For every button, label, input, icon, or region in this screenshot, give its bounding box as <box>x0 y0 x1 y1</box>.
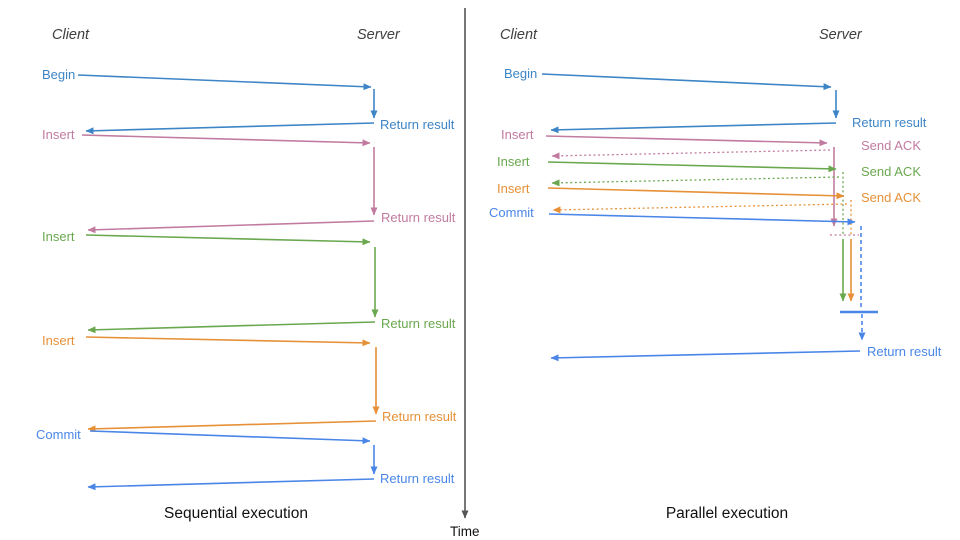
response-label: Return result <box>867 344 942 359</box>
ack-return-arrow <box>551 176 840 187</box>
return-arrow <box>85 122 375 135</box>
sequential-panel: Client Server Begin Return result Insert… <box>36 27 457 522</box>
response-label: Return result <box>380 471 455 486</box>
message-insert-3: Insert Send ACK <box>497 181 921 302</box>
time-axis-label: Time <box>450 524 480 539</box>
panel-title: Parallel execution <box>666 505 788 522</box>
return-arrow <box>87 220 375 234</box>
message-insert-1: Insert Send ACK <box>501 127 921 236</box>
return-arrow <box>87 321 376 334</box>
request-label: Commit <box>36 427 81 442</box>
message-insert-3: Insert Return result <box>42 333 457 433</box>
request-label: Insert <box>501 127 534 142</box>
request-arrow <box>545 135 828 147</box>
response-label: Return result <box>852 115 927 130</box>
return-arrow <box>87 420 377 433</box>
response-label: Return result <box>380 117 455 132</box>
return-arrow <box>87 478 375 491</box>
request-arrow <box>547 187 845 200</box>
server-heading: Server <box>819 27 863 43</box>
message-insert-2: Insert Return result <box>42 229 456 334</box>
ack-return-arrow <box>551 149 831 160</box>
message-commit: Commit Return result <box>36 427 455 491</box>
response-label: Return result <box>381 316 456 331</box>
response-label: Send ACK <box>861 138 921 153</box>
message-commit: Commit Return result <box>489 205 942 362</box>
request-label: Commit <box>489 205 534 220</box>
request-label: Begin <box>504 66 537 81</box>
request-arrow <box>548 213 856 226</box>
time-axis: Time <box>450 8 480 539</box>
request-label: Insert <box>42 333 75 348</box>
server-heading: Server <box>357 27 401 43</box>
request-label: Insert <box>42 229 75 244</box>
message-insert-1: Insert Return result <box>42 127 456 234</box>
return-arrow <box>550 350 861 362</box>
request-label: Insert <box>497 181 530 196</box>
request-label: Begin <box>42 67 75 82</box>
response-label: Return result <box>381 210 456 225</box>
parallel-panel: Client Server Begin Return result Insert… <box>489 27 942 522</box>
request-arrow <box>81 134 371 147</box>
request-arrow <box>77 74 372 91</box>
request-label: Insert <box>497 154 530 169</box>
request-label: Insert <box>42 127 75 142</box>
response-label: Send ACK <box>861 164 921 179</box>
request-arrow <box>85 336 371 347</box>
message-begin: Begin Return result <box>504 66 927 134</box>
request-arrow <box>547 161 837 173</box>
return-arrow <box>550 122 837 134</box>
client-heading: Client <box>52 27 90 43</box>
panel-title: Sequential execution <box>164 505 308 522</box>
request-arrow <box>541 73 832 91</box>
response-label: Return result <box>382 409 457 424</box>
request-arrow <box>85 234 371 246</box>
request-arrow <box>89 430 371 445</box>
ack-return-arrow <box>552 203 848 214</box>
response-label: Send ACK <box>861 190 921 205</box>
message-begin: Begin Return result <box>42 67 455 135</box>
client-heading: Client <box>500 27 538 43</box>
message-insert-2: Insert Send ACK <box>497 154 921 302</box>
